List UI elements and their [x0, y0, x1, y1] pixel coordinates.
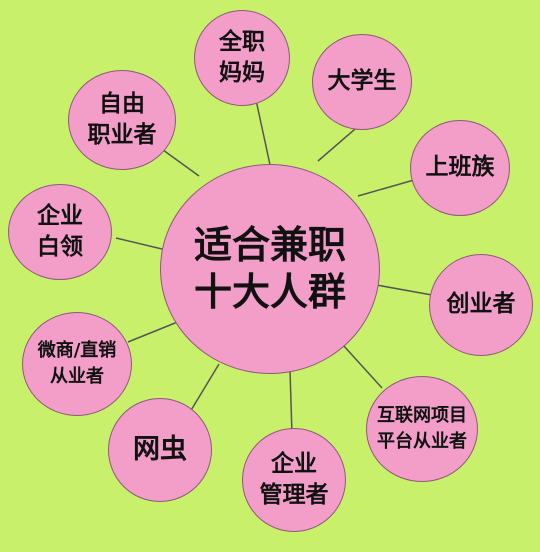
- link-enterprise-managers: [289, 369, 293, 436]
- node-freelancers: 自由 职业者: [68, 70, 176, 170]
- node-office-workers: 上班族: [410, 120, 510, 216]
- link-entrepreneurs: [370, 283, 433, 296]
- node-entrepreneurs: 创业者: [429, 254, 533, 356]
- center-topic: 适合兼职 十大人群: [160, 164, 380, 374]
- node-wechat-ecommerce-workers: 微商/直销 从业者: [22, 312, 132, 416]
- node-full-time-moms: 全职 妈妈: [194, 10, 290, 106]
- node-white-collar: 企业 白领: [8, 184, 112, 280]
- link-full-time-moms: [255, 99, 273, 175]
- node-internet-platform-workers: 互联网项目 平台从业者: [366, 376, 478, 482]
- link-internet-platform-workers: [342, 344, 383, 389]
- link-wechat-ecommerce-workers: [127, 320, 181, 343]
- node-internet-addicts: 网虫: [108, 398, 212, 502]
- node-college-students: 大学生: [312, 34, 412, 130]
- link-white-collar: [115, 237, 163, 250]
- node-enterprise-managers: 企业 管理者: [242, 428, 346, 532]
- link-office-workers: [357, 179, 415, 197]
- link-internet-addicts: [189, 363, 220, 413]
